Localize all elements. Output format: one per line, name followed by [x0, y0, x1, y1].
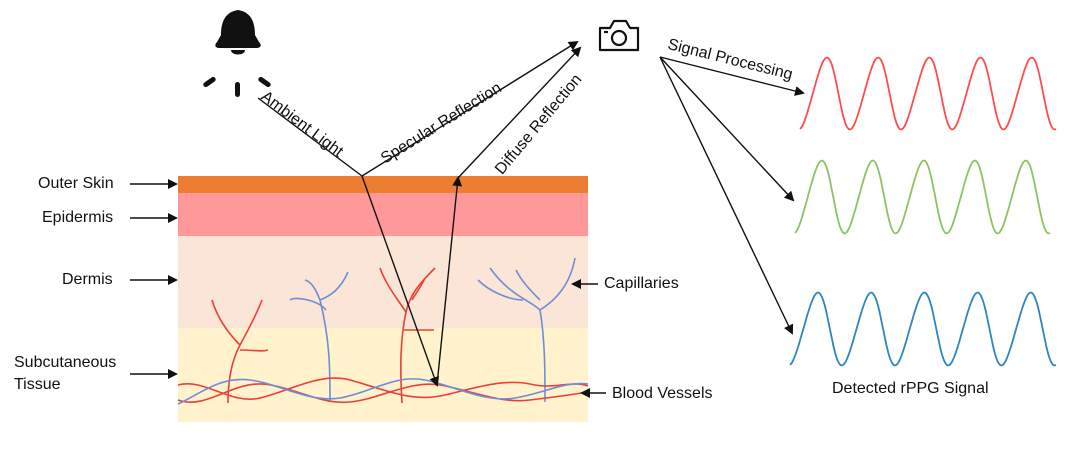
blue-capillaries — [289, 257, 576, 403]
red-capillaries — [211, 267, 436, 404]
blue-rppg-waveform — [789, 291, 1057, 367]
red-rppg-waveform — [799, 56, 1057, 131]
rppg-waveforms — [789, 56, 1057, 367]
subcutaneous-label-line2: Tissue — [14, 376, 61, 393]
epidermis-label: Epidermis — [42, 209, 114, 226]
layer-pointer-arrows — [130, 179, 606, 398]
dermis-layer — [178, 236, 588, 328]
blood-vessels-label: Blood Vessels — [612, 385, 713, 402]
light-bulb-icon — [203, 10, 271, 97]
dermis-label: Dermis — [62, 271, 113, 288]
signal-processing-arrows — [659, 56, 805, 335]
green-rppg-waveform — [794, 159, 1051, 235]
capillaries-label: Capillaries — [604, 275, 679, 292]
outer-skin-layer — [178, 176, 588, 193]
camera-icon — [598, 19, 640, 52]
blood-vessels — [177, 377, 589, 405]
epidermis-layer — [178, 193, 588, 236]
subcutaneous-label-line1: Subcutaneous — [14, 354, 117, 371]
subcutaneous-layer — [178, 328, 588, 422]
outer-skin-label: Outer Skin — [38, 175, 114, 192]
light-paths — [257, 40, 582, 387]
detected-signal-label: Detected rPPG Signal — [832, 380, 989, 397]
